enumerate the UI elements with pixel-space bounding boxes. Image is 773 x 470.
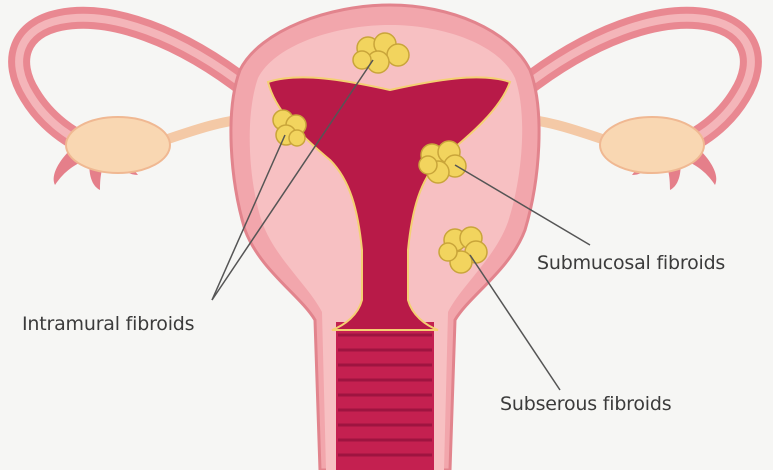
right-ovary <box>600 117 704 173</box>
label-submucosal-fibroids: Submucosal fibroids <box>537 252 725 274</box>
leader-subserous <box>470 255 560 390</box>
label-subserous-fibroids: Subserous fibroids <box>500 393 671 415</box>
left-ovary <box>66 117 170 173</box>
label-intramural-fibroids: Intramural fibroids <box>22 313 194 335</box>
